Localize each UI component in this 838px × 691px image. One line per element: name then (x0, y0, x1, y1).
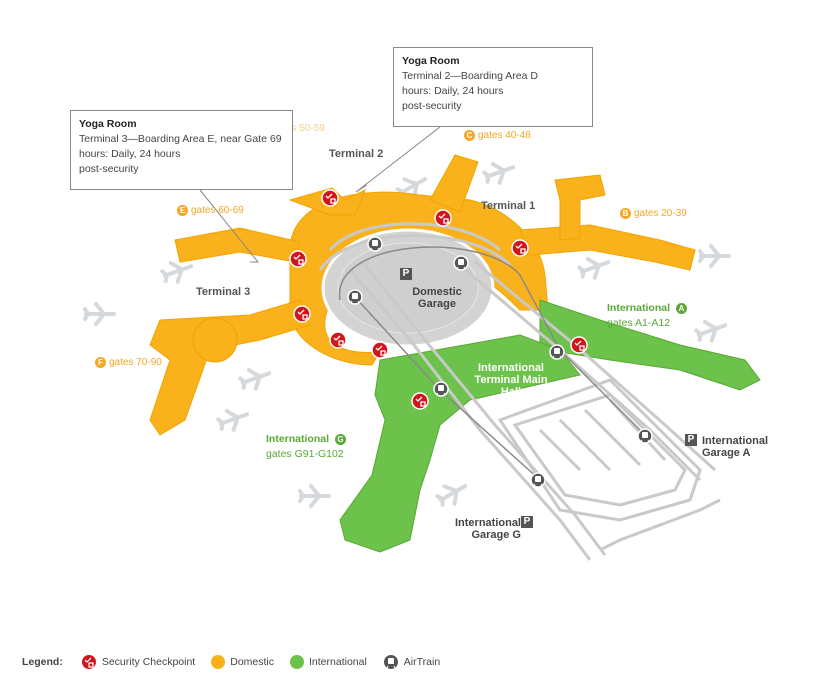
legend-item-airtrain: AirTrain (383, 654, 440, 670)
map-legend: Legend: Security Checkpoint Domestic Int… (22, 654, 440, 670)
callout-title: Yoga Room (402, 55, 460, 67)
international-a-gates: gates A1-A12 (607, 317, 671, 329)
international-garage-a: P (685, 434, 702, 447)
boarding-area-e-badge: E (177, 205, 188, 216)
international-g-title: International G (266, 433, 349, 445)
garage-a-parking-icon: P (685, 434, 697, 447)
terminal-2-label: Terminal 2 (329, 148, 384, 160)
airtrain-icon (383, 655, 398, 669)
roads (318, 222, 721, 561)
domestic-garage-structure (321, 228, 495, 348)
callout-pointers (199, 126, 441, 263)
international-swatch (290, 655, 304, 669)
callout-location: Terminal 2—Boarding Area D (402, 70, 538, 82)
legend-item-domestic: Domestic (211, 655, 274, 669)
international-g-badge: G (334, 433, 346, 445)
callout-access: post-security (79, 163, 139, 175)
terminal-3-label: Terminal 3 (196, 286, 251, 298)
domestic-garage-label: Domestic Garage (412, 286, 462, 310)
callout-location: Terminal 3—Boarding Area E, near Gate 69 (79, 133, 282, 145)
international-garage-g: P (521, 516, 533, 529)
boarding-area-b-badge: B (620, 208, 631, 219)
garage-g-parking-icon: P (521, 516, 533, 529)
security-checkpoint-icon (81, 655, 96, 669)
international-a-badge: A (675, 302, 687, 314)
boarding-area-c-badge: C (464, 130, 475, 141)
callout-access: post-security (402, 100, 462, 112)
international-a-title: International A (607, 302, 690, 314)
callout-hours: hours: Daily, 24 hours (79, 148, 181, 160)
domestic-swatch (211, 655, 226, 669)
international-g-gates: gates G91-G102 (266, 448, 344, 460)
callout-title: Yoga Room (79, 118, 137, 130)
callout-hours: hours: Daily, 24 hours (402, 85, 504, 97)
legend-item-security: Security Checkpoint (81, 654, 195, 670)
domestic-terminals (149, 154, 696, 436)
domestic-garage-parking-icon: P (400, 268, 412, 281)
legend-item-international: International (290, 655, 367, 669)
international-main-hall-label: International Terminal Main Hall (474, 362, 548, 398)
terminal-1-label: Terminal 1 (481, 200, 536, 212)
boarding-area-f-badge: F (95, 357, 106, 368)
yoga-room-terminal-2-callout: Yoga Room Terminal 2—Boarding Area D hou… (393, 47, 593, 127)
legend-title: Legend: (22, 656, 63, 668)
yoga-room-terminal-3-callout: Yoga Room Terminal 3—Boarding Area E, ne… (70, 110, 293, 190)
international-garage-g-label: International Garage G (454, 517, 521, 541)
international-garage-a-label: International Garage A (702, 435, 769, 459)
